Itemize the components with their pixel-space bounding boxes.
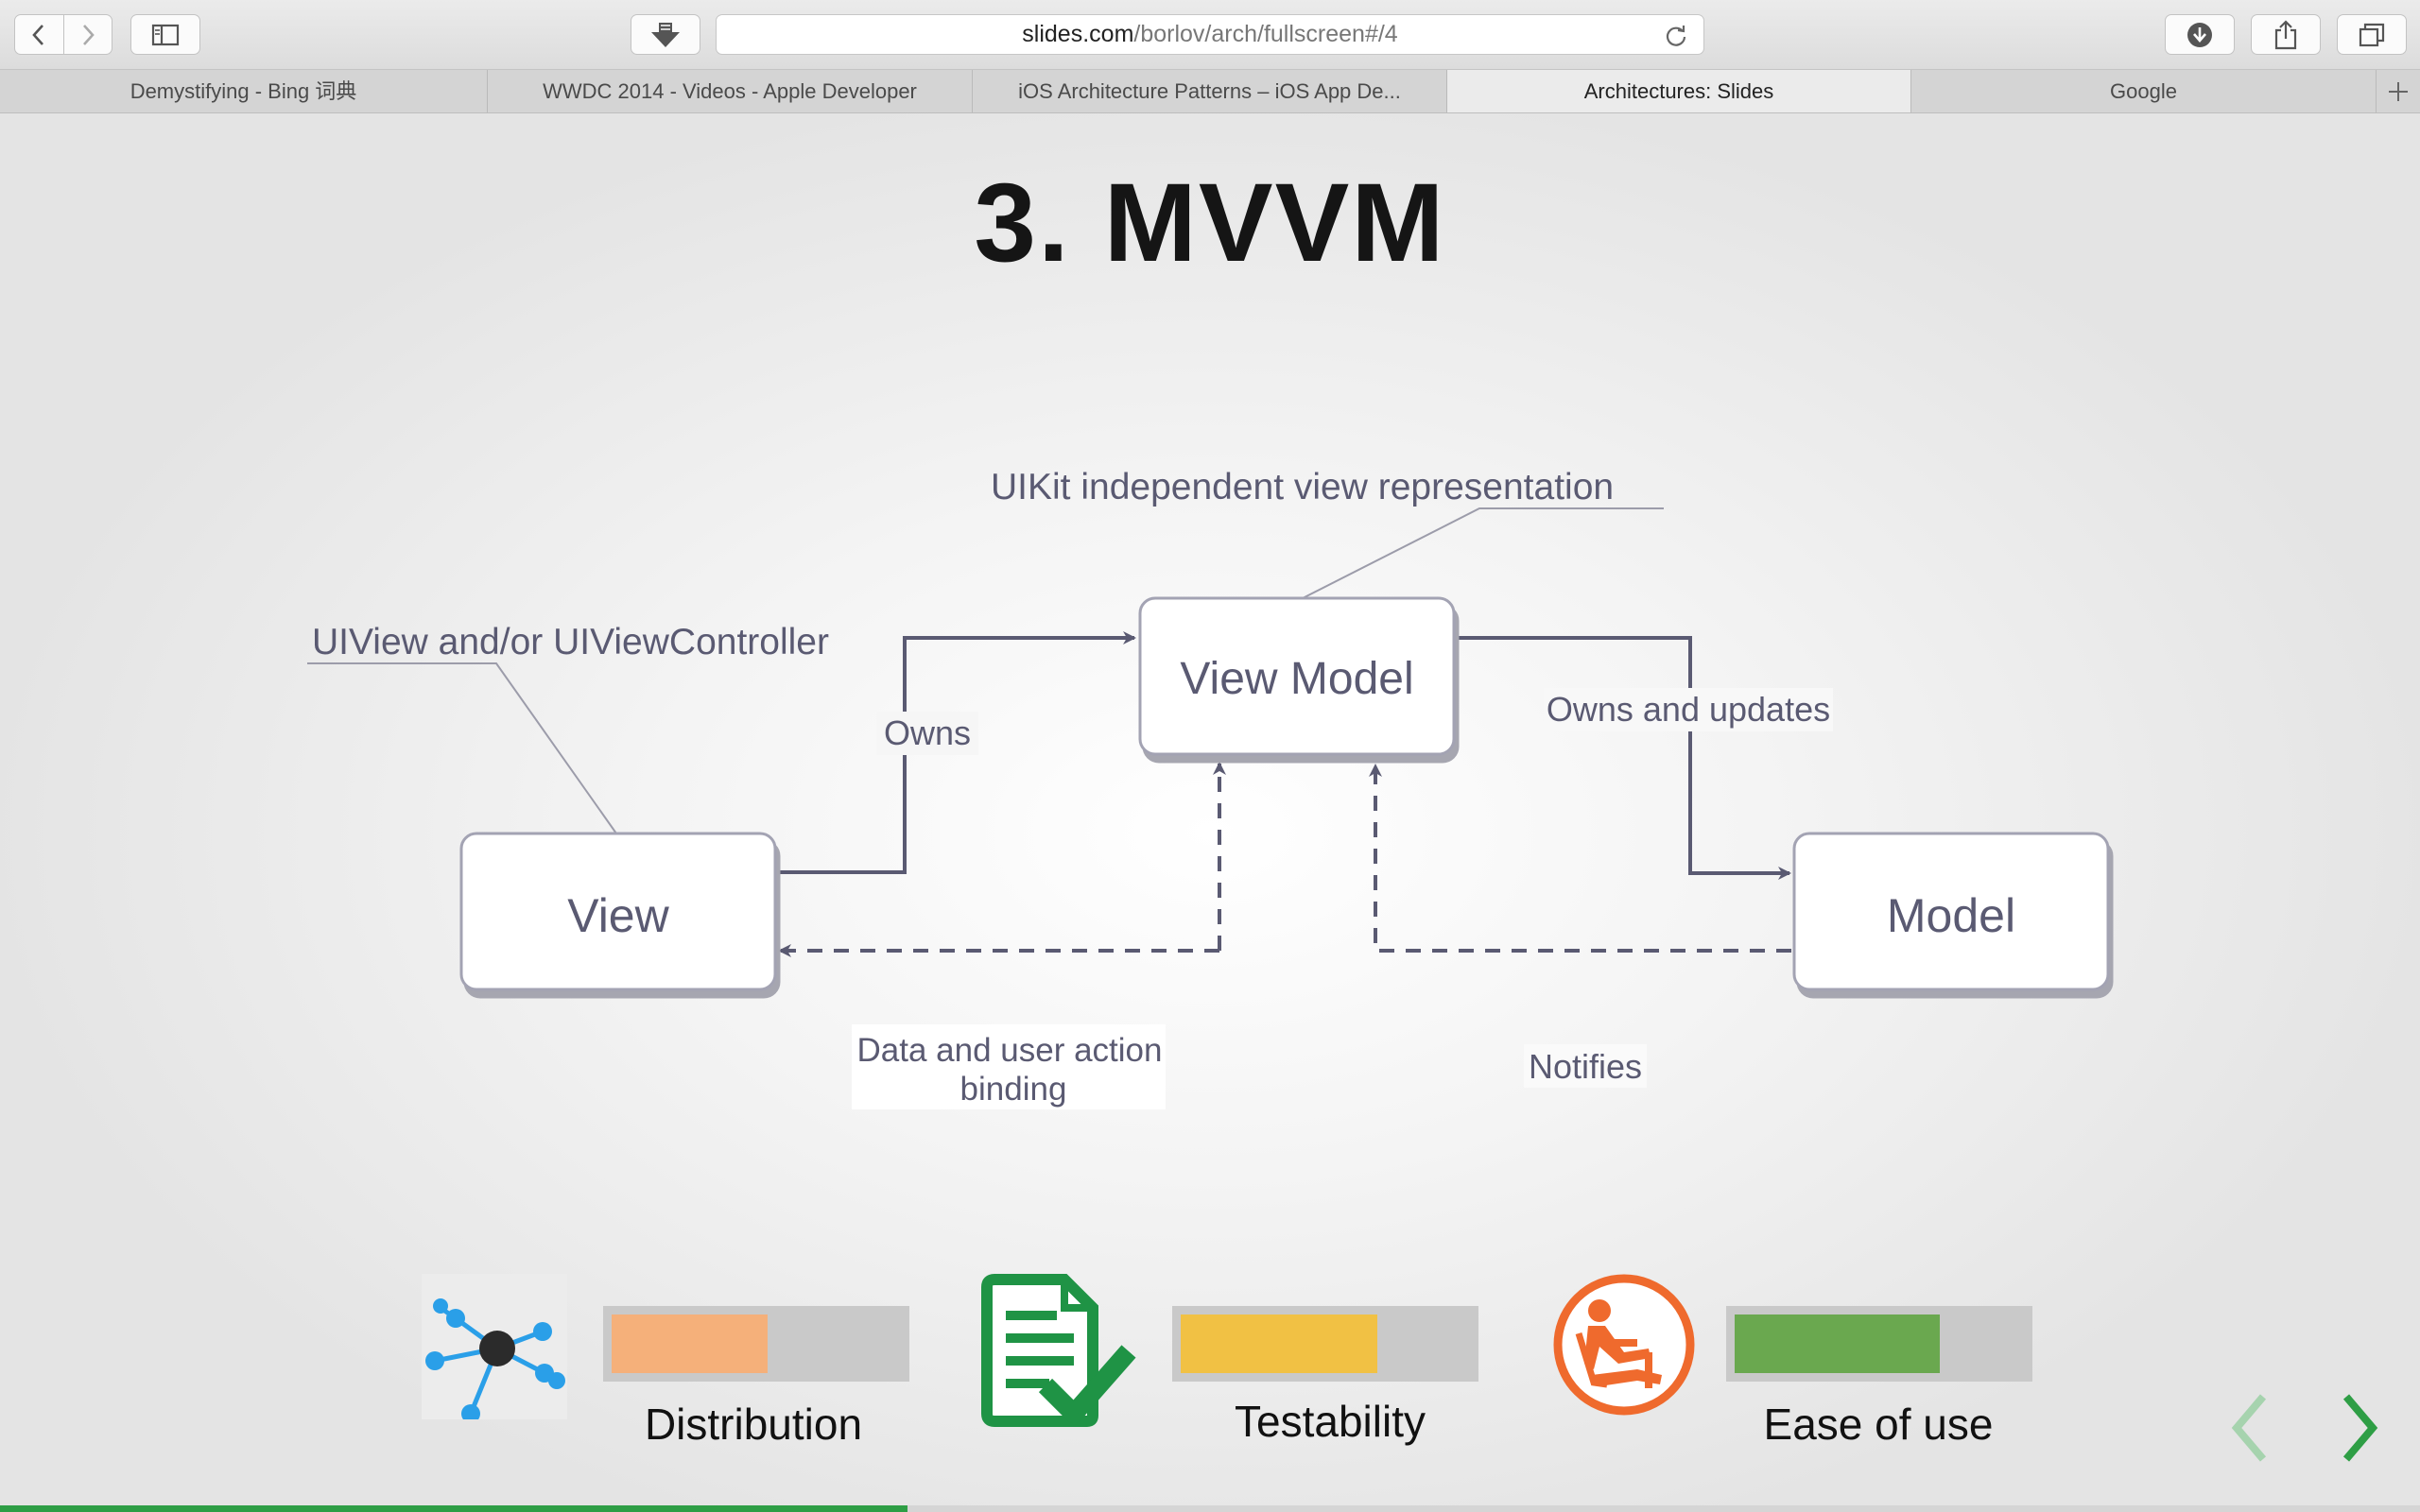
ease-of-use-bar — [1726, 1306, 2032, 1382]
reader-download-button[interactable] — [631, 14, 700, 55]
tab-ios-architecture[interactable]: iOS Architecture Patterns – iOS App De..… — [973, 70, 1447, 112]
download-icon — [2187, 22, 2212, 47]
browser-toolbar: slides.com/borlov/arch/fullscreen#/4 — [0, 0, 2420, 70]
back-icon — [32, 24, 44, 45]
ease-of-use-label: Ease of use — [1763, 1400, 1994, 1449]
model-node-label: Model — [1887, 889, 2015, 942]
url-text: slides.com/borlov/arch/fullscreen#/4 — [1022, 21, 1398, 47]
previous-slide-arrow-icon[interactable] — [2229, 1391, 2271, 1465]
view-model-node: View Model — [1138, 596, 1456, 756]
sidebar-icon — [151, 24, 180, 45]
reload-icon[interactable] — [1664, 24, 1688, 48]
binding-label-line1: Data and user action — [857, 1032, 1163, 1069]
uiview-annotation: UIView and/or UIViewController — [312, 622, 829, 662]
sidebar-button[interactable] — [130, 14, 200, 55]
tab-google[interactable]: Google — [1911, 70, 2377, 112]
binding-label-line2: binding — [960, 1071, 1067, 1108]
testability-label: Testability — [1235, 1397, 1426, 1446]
network-icon — [422, 1274, 567, 1419]
share-button[interactable] — [2251, 14, 2321, 55]
annotation-lines — [307, 507, 1664, 834]
owns-updates-connector — [1456, 636, 1791, 880]
next-slide-arrow-icon[interactable] — [2339, 1391, 2380, 1465]
slide-title: 3. MVVM — [974, 161, 1446, 285]
reader-download-icon — [651, 22, 680, 47]
notifies-label: Notifies — [1529, 1047, 1642, 1086]
address-bar[interactable]: slides.com/borlov/arch/fullscreen#/4 — [716, 14, 1704, 55]
tab-bar: Demystifying - Bing 词典 WWDC 2014 - Video… — [0, 70, 2420, 113]
tabs-overview-button[interactable] — [2337, 14, 2407, 55]
owns-label: Owns — [884, 713, 971, 752]
downloads-button[interactable] — [2165, 14, 2235, 55]
testability-bar-fill — [1181, 1314, 1377, 1373]
slide: 3. MVVM View View Model — [0, 113, 2420, 1512]
view-node: View — [459, 832, 777, 991]
testability-bar — [1172, 1306, 1478, 1382]
new-tab-button[interactable] — [2377, 70, 2420, 112]
distribution-label: Distribution — [644, 1400, 863, 1449]
owns-updates-label: Owns and updates — [1547, 690, 1830, 729]
distribution-bar — [603, 1306, 909, 1382]
uikit-annotation: UIKit independent view representation — [991, 467, 1614, 507]
notifies-connector — [1369, 764, 1791, 953]
mvvm-diagram: View View Model Model UIView and/or UIVi… — [307, 467, 2110, 1109]
tab-bing[interactable]: Demystifying - Bing 词典 — [0, 70, 488, 112]
slide-progress-bar — [0, 1505, 2420, 1512]
tabs-overview-icon — [2359, 23, 2385, 46]
forward-button[interactable] — [62, 15, 112, 54]
tab-architectures-slides[interactable]: Architectures: Slides — [1447, 70, 1911, 112]
back-forward-group — [14, 14, 112, 55]
share-icon — [2274, 19, 2297, 49]
view-model-node-label: View Model — [1180, 654, 1413, 704]
model-node: Model — [1792, 832, 2110, 991]
relaxed-person-icon — [1553, 1274, 1695, 1416]
checklist-icon — [981, 1274, 1136, 1427]
forward-icon — [82, 24, 95, 45]
slide-progress-fill — [0, 1505, 908, 1512]
tab-wwdc[interactable]: WWDC 2014 - Videos - Apple Developer — [488, 70, 973, 112]
view-node-label: View — [567, 889, 669, 942]
ease-of-use-bar-fill — [1735, 1314, 1940, 1373]
new-tab-icon — [2389, 81, 2408, 101]
distribution-bar-fill — [612, 1314, 768, 1373]
back-button[interactable] — [15, 15, 63, 54]
